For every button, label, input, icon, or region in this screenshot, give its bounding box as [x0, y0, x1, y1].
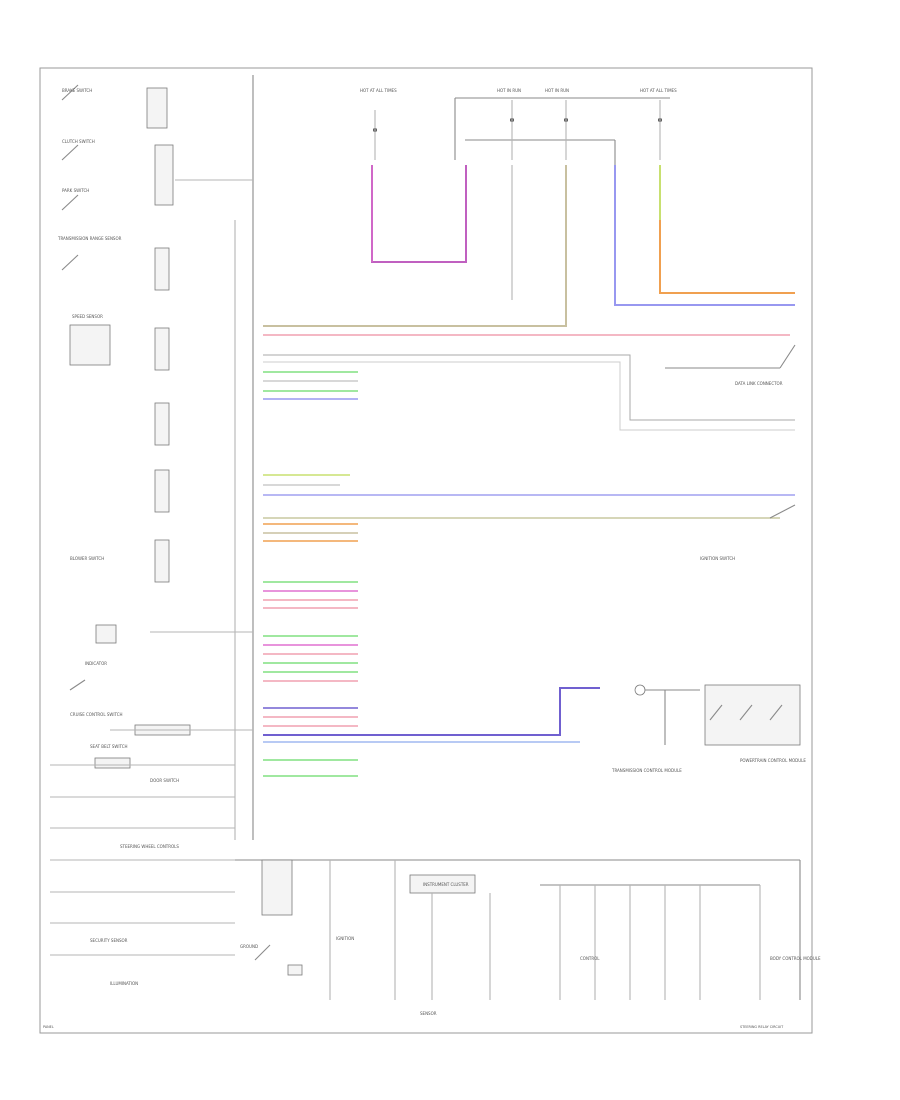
left-label-1: CLUTCH SWITCH — [62, 139, 95, 144]
right-label-4: TRANSMISSION CONTROL MODULE — [611, 768, 682, 773]
fuse-1 — [373, 110, 377, 160]
fuse-label-4: HOT AT ALL TIMES — [640, 88, 677, 93]
right-label-3: POWERTRAIN CONTROL MODULE — [740, 758, 806, 763]
left-label-6: INDICATOR — [85, 661, 107, 666]
left-label-0: BRAKE SWITCH — [62, 88, 92, 93]
bottom-label-0: GROUND — [240, 944, 258, 949]
right-relay-box: POWERTRAIN CONTROL MODULE — [704, 684, 806, 763]
right-label-2: IGNITION SWITCH — [700, 556, 735, 561]
module-label: INSTRUMENT CLUSTER — [423, 882, 469, 887]
right-label-5: BODY CONTROL MODULE — [770, 956, 821, 961]
wire-tan — [263, 165, 567, 327]
right-switch-2: IGNITION SWITCH — [700, 504, 796, 561]
right-label-1: DATA LINK CONNECTOR — [735, 381, 783, 386]
wire-gray-2 — [263, 354, 795, 421]
bottom-section: INSTRUMENT CLUSTER GROUND IGNITION SENSO… — [235, 859, 821, 1016]
left-label-9: DOOR SWITCH — [150, 778, 179, 783]
left-label-11: SECURITY SENSOR — [90, 938, 128, 943]
fuse-label-3: HOT IN RUN — [545, 88, 569, 93]
bottom-label-3: CONTROL — [580, 956, 600, 961]
fuse-2 — [510, 100, 514, 160]
wire-gray-3 — [263, 361, 795, 431]
wire-blue-top — [614, 165, 795, 306]
right-switch-1: DATA LINK CONNECTOR — [665, 344, 796, 386]
wire-purple-loop — [371, 165, 467, 263]
bulb: TRANSMISSION CONTROL MODULE — [611, 684, 700, 773]
bottom-label-1: IGNITION — [336, 936, 354, 941]
wire-violet-2 — [263, 687, 600, 736]
footer-code: PANEL — [43, 1025, 54, 1029]
footer-ref: STEERING RELAY CIRCUIT — [740, 1025, 784, 1029]
left-label-7: CRUISE CONTROL SWITCH — [70, 712, 123, 717]
left-label-2: PARK SWITCH — [62, 188, 89, 193]
wire-orange — [659, 165, 795, 294]
left-label-5: BLOWER SWITCH — [70, 556, 104, 561]
left-label-8: SEAT BELT SWITCH — [90, 744, 128, 749]
fuse-4 — [658, 100, 662, 160]
diagram-frame — [39, 67, 813, 1034]
left-label-4: SPEED SENSOR — [72, 314, 103, 319]
fuse-3 — [564, 100, 568, 160]
left-label-12: ILLUMINATION — [110, 981, 138, 986]
left-label-10: STEERING WHEEL CONTROLS — [120, 844, 179, 849]
bottom-label-2: SENSOR — [420, 1011, 437, 1016]
left-components: BRAKE SWITCH CLUTCH SWITCH PARK SWITCH T… — [50, 84, 253, 986]
fuse-label-1: HOT AT ALL TIMES — [360, 88, 397, 93]
left-label-3: TRANSMISSION RANGE SENSOR — [57, 236, 122, 241]
fuse-label-2: HOT IN RUN — [497, 88, 521, 93]
top-fuse-group: HOT AT ALL TIMES HOT IN RUN HOT IN RUN H… — [360, 88, 677, 165]
